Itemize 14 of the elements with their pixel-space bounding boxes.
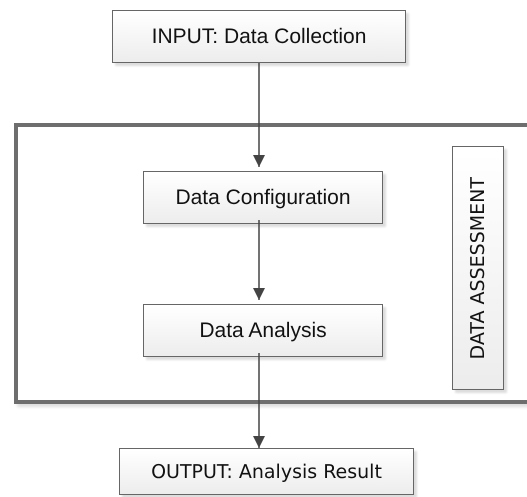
process-box xyxy=(143,171,383,224)
box-label: INPUT: Data Collection xyxy=(152,24,366,48)
side-label-box xyxy=(452,146,504,390)
box-label: Data Analysis xyxy=(199,318,327,342)
process-box xyxy=(143,304,383,357)
arrow xyxy=(253,220,265,300)
process-box xyxy=(112,10,406,63)
box-label: OUTPUT: Analysis Result xyxy=(151,460,382,482)
arrow xyxy=(253,63,265,167)
group-frame xyxy=(14,123,527,404)
box-label: DATA ASSESSMENT xyxy=(467,176,489,360)
process-box xyxy=(119,448,414,495)
arrow xyxy=(253,353,265,448)
box-label: Data Configuration xyxy=(175,186,351,210)
